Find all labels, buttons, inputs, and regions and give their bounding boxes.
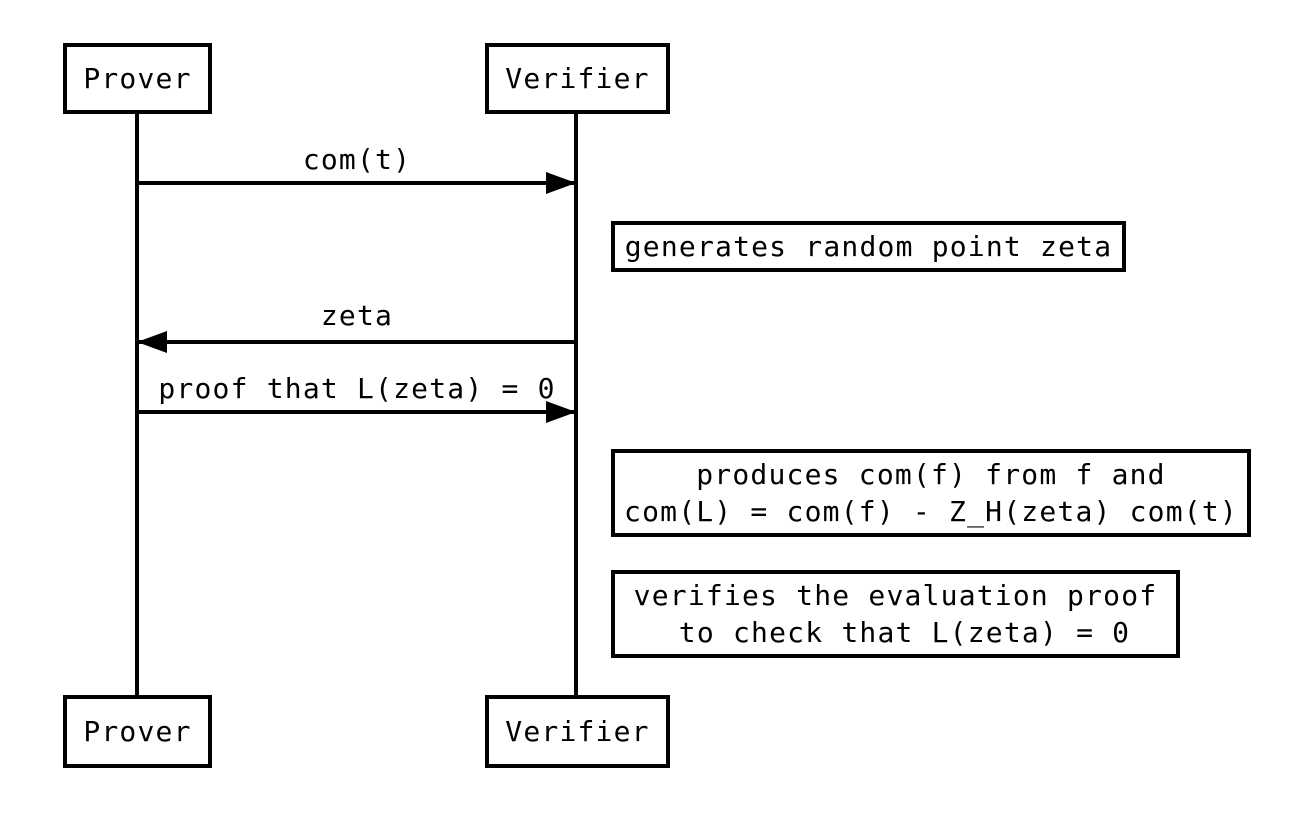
message-1-arrowhead-right-icon bbox=[546, 172, 576, 194]
lifeline-verifier bbox=[574, 114, 578, 695]
note-produces-com: produces com(f) from f and com(L) = com(… bbox=[611, 449, 1251, 537]
actor-verifier-top: Verifier bbox=[485, 43, 670, 114]
actor-verifier-bottom: Verifier bbox=[485, 695, 670, 768]
message-3-arrowhead-right-icon bbox=[546, 401, 576, 423]
actor-prover-bottom: Prover bbox=[63, 695, 212, 768]
lifeline-prover bbox=[135, 114, 139, 695]
note-verifies-proof: verifies the evaluation proof to check t… bbox=[611, 570, 1180, 658]
message-label-com-t: com(t) bbox=[302, 143, 412, 176]
note-generates-zeta: generates random point zeta bbox=[611, 221, 1126, 272]
message-arrow-proof bbox=[137, 410, 576, 414]
message-label-proof: proof that L(zeta) = 0 bbox=[158, 372, 556, 405]
message-label-zeta: zeta bbox=[320, 299, 394, 332]
message-arrow-zeta bbox=[137, 340, 576, 344]
actor-prover-top: Prover bbox=[63, 43, 212, 114]
message-2-arrowhead-left-icon bbox=[137, 331, 167, 353]
message-arrow-com-t bbox=[137, 181, 576, 185]
